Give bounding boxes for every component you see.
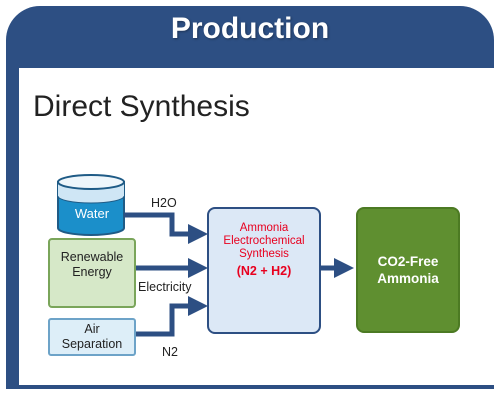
output-line-2: Ammonia: [377, 271, 439, 286]
renewable-line-2: Energy: [72, 265, 112, 279]
synthesis-box: Ammonia Electrochemical Synthesis (N2 + …: [207, 207, 321, 334]
n2-arrow: [136, 296, 208, 337]
synthesis-formula: (N2 + H2): [236, 264, 292, 278]
h2o-arrow: [124, 212, 208, 244]
renewable-line-1: Renewable: [60, 250, 124, 264]
h2o-label: H2O: [151, 196, 177, 210]
electricity-label: Electricity: [138, 280, 192, 294]
n2-label: N2: [162, 345, 178, 359]
air-line-1: Air: [84, 322, 100, 336]
page-title: Production: [170, 12, 330, 45]
air-line-2: Separation: [61, 337, 123, 351]
synthesis-line-1: Ammonia: [239, 222, 289, 234]
co2-free-ammonia-box: CO2-Free Ammonia: [356, 207, 460, 333]
synthesis-line-3: Synthesis: [239, 248, 289, 260]
air-separation-box: Air Separation: [48, 318, 136, 356]
renewable-energy-box: Renewable Energy: [48, 238, 136, 308]
output-line-1: CO2-Free: [377, 254, 439, 269]
water-label: Water: [74, 206, 110, 221]
subtitle: Direct Synthesis: [33, 90, 250, 123]
flow-arrows: [124, 212, 354, 337]
water-tank-icon: [57, 174, 125, 236]
synthesis-line-2: Electrochemical: [223, 235, 305, 247]
